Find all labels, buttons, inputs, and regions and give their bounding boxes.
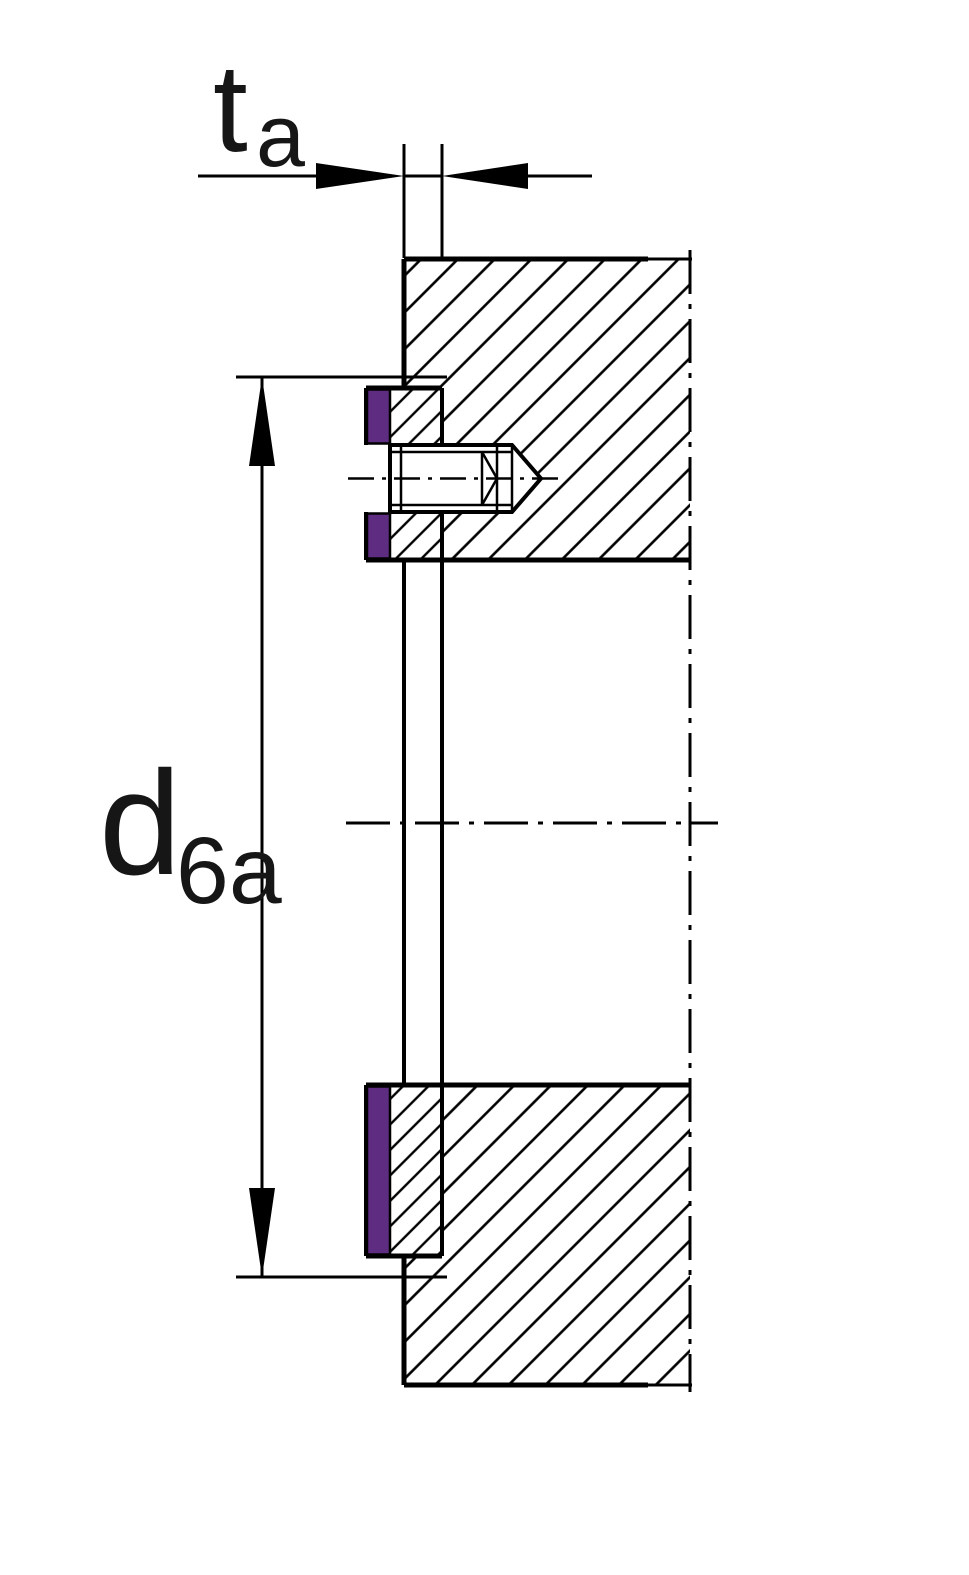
dimension-ta: t a: [198, 39, 592, 258]
ta-arrowhead-left: [316, 163, 404, 189]
plate-upper-flange-hatch-b: [390, 512, 442, 560]
set-screw-socket-cone-upper: [480, 451, 499, 480]
thrust-washer-upper-segment-a: [365, 388, 392, 445]
thrust-washer: [365, 388, 392, 1256]
dimension-d6a: d 6a: [99, 375, 447, 1279]
thrust-washer-lower-segment: [365, 1085, 392, 1256]
d6a-label-subscript: 6a: [176, 818, 282, 924]
thrust-washer-upper-segment-b: [365, 512, 392, 560]
d6a-arrowhead-bottom: [249, 1188, 275, 1277]
set-screw: [348, 443, 566, 514]
d6a-label-symbol: d: [99, 741, 181, 906]
housing-lower-hatch: [404, 1085, 690, 1385]
housing-upper-hatch: [404, 259, 690, 560]
ta-arrowhead-right: [442, 163, 528, 189]
ta-label-symbol: t: [213, 39, 248, 178]
d6a-arrowhead-top: [249, 377, 275, 466]
plate-upper-flange-hatch-a: [390, 388, 442, 445]
set-screw-socket-cone-lower: [480, 477, 499, 506]
ta-label-subscript: a: [256, 86, 305, 185]
plate-lower-flange-hatch: [390, 1085, 442, 1256]
centerlines: [346, 250, 718, 1392]
